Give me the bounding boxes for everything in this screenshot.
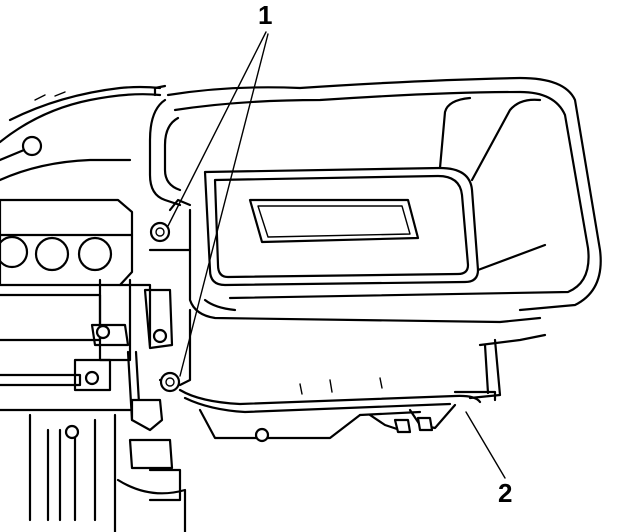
- leader-line-1a: [167, 31, 267, 227]
- dash-knob-icon: [21, 135, 43, 157]
- bolt-icon: [64, 424, 80, 440]
- filter-opening: [248, 198, 420, 244]
- gauge-circle: [77, 236, 113, 272]
- callout-2: 2: [498, 478, 512, 508]
- gauge-circle: [0, 235, 29, 269]
- bolt-icon: [254, 427, 270, 443]
- leader-line-1b: [179, 33, 269, 377]
- leader-line-2: [465, 411, 506, 479]
- bolt-icon: [159, 371, 181, 393]
- leader-lines: [167, 31, 506, 479]
- callout-1: 1: [258, 0, 272, 30]
- vent-bar: [0, 198, 134, 237]
- bolt-icon: [152, 328, 168, 344]
- lower-case: [159, 308, 547, 443]
- gauge-circle: [34, 236, 70, 272]
- bolt-icon: [149, 221, 171, 243]
- instrument-panel: [0, 85, 187, 532]
- bolt-icon: [84, 370, 100, 386]
- heater-case: [148, 76, 602, 324]
- bolt-icon: [95, 324, 111, 340]
